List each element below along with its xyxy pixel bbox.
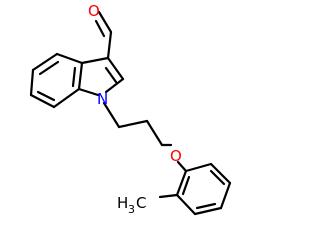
bond-ar-methyl: [158, 193, 179, 199]
bond-c3-c3a: [80, 56, 110, 65]
bond-ar-inner-3: [181, 175, 191, 196]
bond-ar-2: [209, 162, 232, 185]
bond-c4-c5: [31, 52, 59, 72]
bond-o-ar: [176, 160, 188, 173]
bond-cho-ring: [106, 30, 113, 60]
methyl-h: H: [117, 194, 128, 212]
bond-inner-3: [71, 66, 77, 88]
bond-ar-inner-2: [195, 202, 217, 210]
methyl-c: C: [136, 194, 146, 212]
atom-nitrogen: N: [97, 90, 108, 108]
tolyl-group: [158, 160, 232, 216]
bond-ar-4: [193, 206, 223, 216]
bond-ar-inner-1: [209, 169, 226, 186]
bond-c3a-c4: [55, 52, 84, 65]
propyl-chain: [102, 101, 173, 147]
bond-c6-c7: [29, 93, 56, 109]
bond-c2-n: [104, 77, 125, 94]
bond-ar-6: [175, 169, 188, 197]
bond-n-c7a: [77, 87, 100, 97]
methyl-subscript: 3: [128, 203, 135, 216]
atom-oxygen-ether: O: [170, 147, 182, 165]
bond-ar-1: [184, 162, 213, 173]
methyl-label: H 3 C: [117, 194, 146, 216]
bond-c3-c2-inner: [104, 66, 118, 84]
aldehyde-group: [94, 10, 113, 60]
bond-co-2: [94, 19, 106, 38]
bond-n-ch2: [102, 101, 121, 129]
bond-c7-c7a: [52, 87, 81, 109]
bond-inner-2: [36, 90, 56, 102]
bond-inner-1: [38, 60, 60, 76]
molecule-structure: O N O H 3 C: [29, 2, 232, 216]
bond-co-1: [97, 10, 113, 34]
bond-ar-5: [175, 193, 197, 216]
bond-ar-3: [219, 181, 232, 210]
bond-c3a-c7a: [77, 61, 84, 91]
atom-oxygen-aldehyde: O: [88, 2, 100, 20]
bond-ch2-ch2-b: [145, 119, 164, 147]
bond-c5-c6: [29, 68, 35, 97]
pyrrole-ring: [77, 56, 125, 97]
indole-benzene-ring: [29, 52, 84, 109]
bond-c3-c2: [106, 56, 125, 81]
bond-ch2-ch2: [117, 119, 149, 129]
